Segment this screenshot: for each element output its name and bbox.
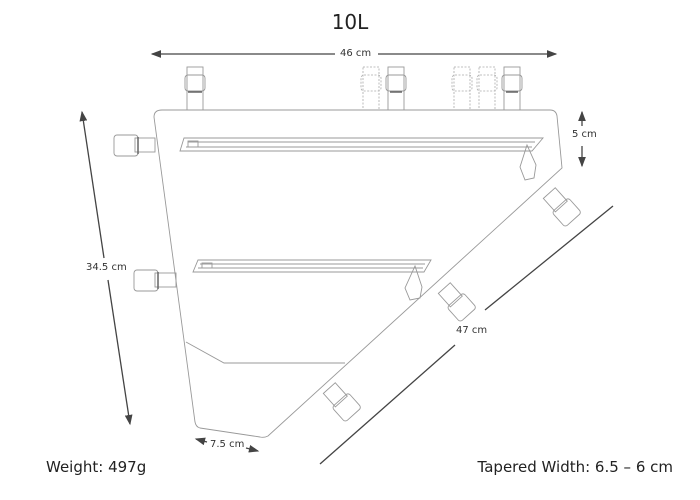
capacity-title: 10L bbox=[331, 10, 369, 34]
tapered-width-label: Tapered Width: 6.5 – 6 cm bbox=[477, 458, 673, 476]
left-buckles bbox=[113, 134, 177, 292]
lower-zipper[interactable] bbox=[192, 259, 432, 301]
bag-outline bbox=[153, 109, 563, 438]
top-straps bbox=[184, 66, 523, 111]
weight-label: Weight: 497g bbox=[46, 458, 147, 476]
top-depth-label: 5 cm bbox=[572, 129, 597, 140]
bottom-label: 7.5 cm bbox=[210, 439, 245, 450]
dimension-arrows bbox=[79, 50, 614, 465]
diagonal-buckles bbox=[322, 187, 581, 422]
top-zipper[interactable] bbox=[179, 137, 544, 181]
length-label: 46 cm bbox=[340, 48, 372, 59]
height-label: 34.5 cm bbox=[86, 262, 127, 273]
diagonal-label: 47 cm bbox=[456, 325, 488, 336]
seam-line bbox=[185, 341, 345, 364]
